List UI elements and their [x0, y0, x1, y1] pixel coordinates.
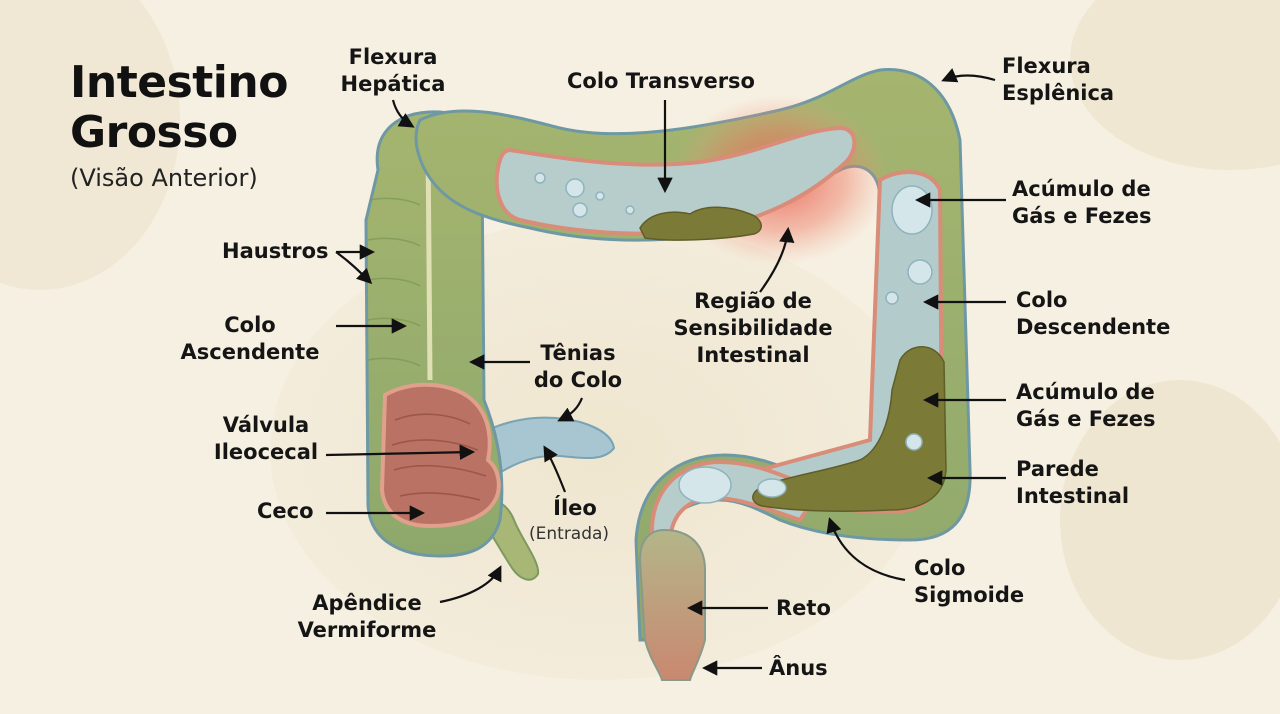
label-line: Gás e Fezes [1016, 407, 1156, 431]
label-line: Vermiforme [297, 618, 437, 642]
label-line: Acúmulo de [1012, 177, 1151, 201]
title-line-1: Intestino [70, 57, 288, 108]
label-reto: Reto [776, 596, 831, 620]
label-ileo-entrada: (Entrada) [529, 524, 610, 544]
label-line: Esplênica [1002, 81, 1115, 105]
label-line: Flexura [348, 45, 438, 69]
label-line: Parede [1016, 457, 1099, 481]
page-title: Intestino Grosso [70, 58, 288, 158]
label-line: Descendente [1016, 315, 1171, 339]
label-acumulo-gas-fezes-top: Acúmulo de Gás e Fezes [1012, 176, 1151, 230]
label-ceco: Ceco [257, 499, 314, 523]
label-haustros: Haustros [222, 239, 329, 263]
label-line: Hepática [340, 72, 446, 96]
label-line: Intestinal [696, 343, 810, 367]
haustra-bumps [367, 197, 421, 367]
label-line: do Colo [533, 368, 623, 392]
cecum-shape [379, 382, 501, 529]
background-blob [0, 0, 180, 290]
background-blob [1060, 380, 1280, 660]
label-acumulo-gas-fezes-bottom: Acúmulo de Gás e Fezes [1016, 379, 1155, 433]
label-line: Colo [1016, 288, 1068, 312]
label-tenias-do-colo: Tênias do Colo [528, 340, 628, 394]
label-regiao-sensibilidade: Região de Sensibilidade Intestinal [668, 288, 838, 369]
label-line: Sigmoide [914, 583, 1025, 607]
label-line: Intestinal [1016, 484, 1130, 508]
label-line: Gás e Fezes [1012, 204, 1152, 228]
stool-transverse [639, 206, 762, 241]
label-ileo: Íleo [553, 496, 597, 520]
title-line-2: Grosso [70, 107, 238, 158]
label-line: Acúmulo de [1016, 380, 1155, 404]
label-line: Colo [224, 313, 276, 337]
label-colo-sigmoide: Colo Sigmoide [914, 555, 1024, 609]
label-line: Flexura [1002, 54, 1091, 78]
taenia-line [425, 139, 433, 381]
label-line: Região de [694, 289, 812, 313]
label-colo-transverso: Colo Transverso [567, 69, 755, 93]
label-colo-descendente: Colo Descendente [1016, 287, 1170, 341]
label-line: Válvula [222, 413, 310, 437]
label-anus: Ânus [769, 656, 828, 680]
label-flexura-esplenica: Flexura Esplênica [1002, 53, 1114, 107]
label-colo-ascendente: Colo Ascendente [170, 312, 330, 366]
label-apendice-vermiforme: Apêndice Vermiforme [292, 590, 442, 644]
background-blob [1070, 0, 1280, 170]
page-subtitle: (Visão Anterior) [70, 164, 258, 192]
label-valvula-ileocecal: Válvula Ileocecal [206, 412, 326, 466]
label-line: Ascendente [180, 340, 320, 364]
rectum-shape [638, 528, 706, 681]
label-line: Colo [914, 556, 966, 580]
stool-descending [752, 346, 947, 512]
label-line: Tênias [540, 341, 616, 365]
label-line: Ileocecal [213, 440, 319, 464]
label-flexura-hepatica: Flexura Hepática [338, 44, 448, 98]
label-line: Sensibilidade [673, 316, 833, 340]
label-parede-intestinal: Parede Intestinal [1016, 456, 1129, 510]
label-arrows [325, 68, 1006, 676]
label-line: Apêndice [312, 591, 422, 615]
cecum-folds [391, 413, 487, 501]
ileum-shape [468, 416, 616, 482]
